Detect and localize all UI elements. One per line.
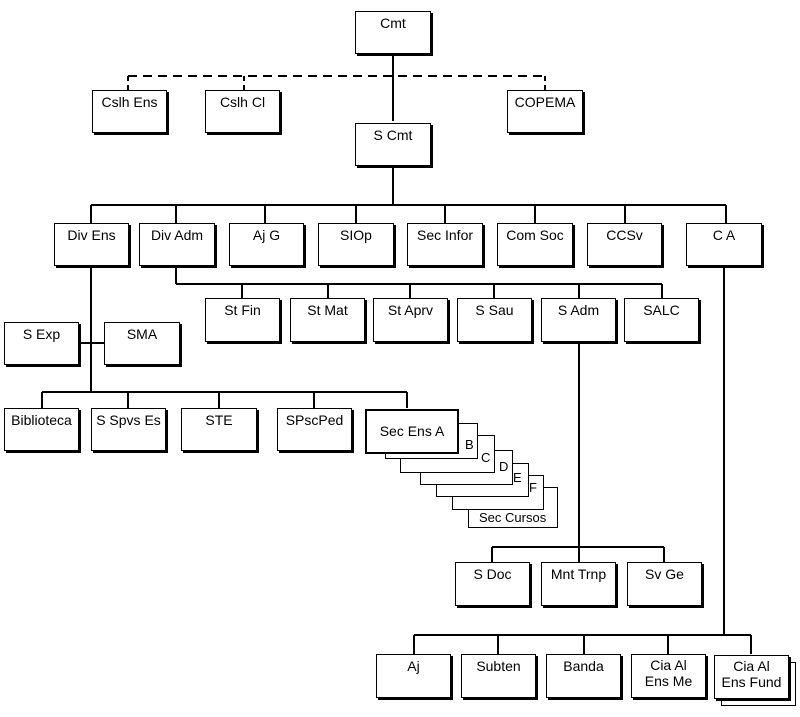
node-siop: SIOp [318, 223, 394, 266]
node-cslh-ens: Cslh Ens [92, 90, 167, 133]
cia-al-ens-me-line1: Cia Al [650, 657, 687, 673]
node-st-fin: St Fin [205, 298, 280, 342]
node-salc: SALC [624, 298, 699, 342]
node-s-exp: S Exp [4, 322, 79, 365]
sec-b-label: B [465, 437, 474, 452]
node-cia-al-ens-fund: Cia Al Ens Fund [714, 655, 789, 699]
sec-cursos-label: Sec Cursos [479, 510, 547, 525]
node-st-aprv: St Aprv [373, 298, 448, 342]
sec-f-label: F [529, 480, 537, 495]
node-com-soc: Com Soc [497, 223, 573, 266]
sec-e-label: E [513, 470, 522, 485]
node-div-adm: Div Adm [139, 223, 215, 266]
sec-d-label: D [499, 459, 509, 474]
node-s-adm: S Adm [541, 298, 616, 342]
sec-c-label: C [481, 450, 491, 465]
cia-al-ens-fund-line2: Ens Fund [721, 674, 782, 690]
node-s-sau: S Sau [457, 298, 532, 342]
node-sma: SMA [104, 322, 180, 365]
node-biblioteca: Biblioteca [4, 408, 79, 451]
node-aj: Aj [376, 654, 451, 698]
node-sv-ge: Sv Ge [627, 562, 702, 606]
node-st-mat: St Mat [290, 298, 365, 342]
node-cia-al-ens-me: Cia Al Ens Me [631, 654, 706, 698]
node-mnt-trnp: Mnt Trnp [541, 562, 616, 606]
node-copema: COPEMA [507, 90, 583, 133]
node-s-spvs-es: S Spvs Es [91, 408, 166, 451]
cia-al-ens-me-line2: Ens Me [644, 673, 693, 689]
node-sec-infor: Sec Infor [407, 223, 483, 266]
node-s-cmt: S Cmt [355, 123, 431, 166]
node-cslh-cl: Cslh Cl [205, 90, 280, 133]
node-c-a: C A [686, 223, 762, 266]
node-banda: Banda [546, 654, 621, 698]
cia-al-ens-fund-line1: Cia Al [733, 658, 770, 674]
node-s-doc: S Doc [455, 562, 530, 606]
node-ccsv: CCSv [587, 223, 662, 266]
node-ste: STE [181, 408, 257, 451]
node-subten: Subten [461, 654, 536, 698]
node-aj-g: Aj G [229, 223, 304, 266]
node-sec-ens-a: Sec Ens A [365, 409, 459, 454]
node-spscped: SPscPed [277, 408, 352, 451]
node-cmt: Cmt [355, 11, 431, 54]
node-div-ens: Div Ens [54, 223, 129, 266]
